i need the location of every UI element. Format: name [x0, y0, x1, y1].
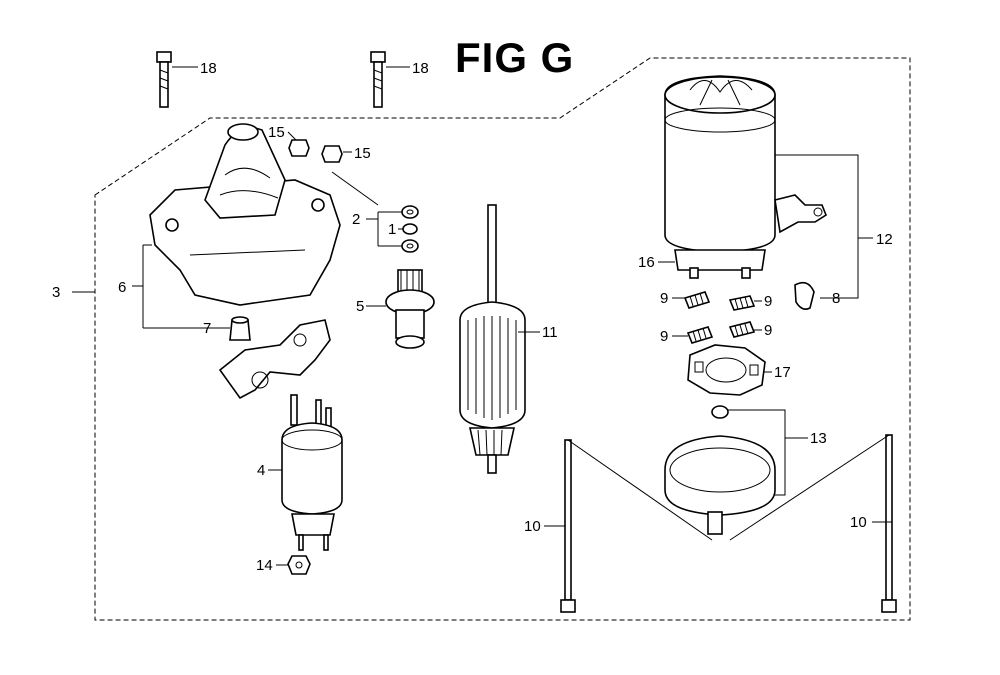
spring-part-9-upper-left — [683, 291, 711, 309]
callout-7: 7 — [203, 320, 211, 337]
clip-part-8 — [794, 281, 815, 310]
callout-14: 14 — [256, 557, 273, 574]
callout-6: 6 — [118, 279, 126, 296]
nut-part-14 — [287, 555, 311, 575]
cap-part-7 — [229, 316, 251, 341]
callout-17: 17 — [774, 364, 791, 381]
washer-part-2 — [401, 205, 419, 219]
spring-part-9-lower-left — [686, 326, 714, 344]
callout-2: 2 — [352, 211, 360, 228]
washer-part-1 — [402, 223, 418, 235]
solenoid-part-4 — [281, 394, 343, 551]
callout-18-right: 18 — [412, 60, 429, 77]
through-bolt-part-10-right — [881, 434, 897, 613]
callout-1: 1 — [388, 221, 396, 238]
callout-9-lower-left: 9 — [660, 328, 668, 345]
spring-part-9-upper-right — [728, 295, 756, 311]
callout-8: 8 — [832, 290, 840, 307]
callout-13: 13 — [810, 430, 827, 447]
callout-18-left: 18 — [200, 60, 217, 77]
pinion-gear-part-5 — [385, 269, 435, 349]
bolt-part-18-left — [156, 51, 172, 108]
callout-15-left: 15 — [268, 124, 285, 141]
callout-15-right: 15 — [354, 145, 371, 162]
callout-9-lower-right: 9 — [764, 322, 772, 339]
armature-part-11 — [459, 204, 526, 474]
callout-3: 3 — [52, 284, 60, 301]
yoke-housing-part-12 — [664, 75, 827, 279]
rear-cover-part-13 — [664, 435, 776, 535]
callout-9-upper-left: 9 — [660, 290, 668, 307]
callout-10-right: 10 — [850, 514, 867, 531]
callout-9-upper-right: 9 — [764, 293, 772, 310]
callout-12: 12 — [876, 231, 893, 248]
leader-lines — [72, 66, 892, 566]
brush-holder-part-17 — [687, 344, 766, 396]
callout-16: 16 — [638, 254, 655, 271]
shift-lever-bracket — [218, 319, 331, 400]
callout-11: 11 — [542, 324, 558, 341]
callout-5: 5 — [356, 298, 364, 315]
front-housing-part-6 — [149, 123, 341, 306]
spring-part-9-lower-right — [728, 321, 756, 338]
bushing-part-13 — [711, 405, 729, 419]
washer-part-2-lower — [401, 239, 419, 253]
nut-part-15-left — [288, 139, 310, 157]
callout-10-left: 10 — [524, 518, 541, 535]
assembly-boundary — [94, 57, 911, 621]
nut-part-15-right — [321, 145, 343, 163]
bolt-part-18-right — [370, 51, 386, 108]
figure-title: FIG G — [455, 34, 575, 81]
callout-4: 4 — [257, 462, 265, 479]
